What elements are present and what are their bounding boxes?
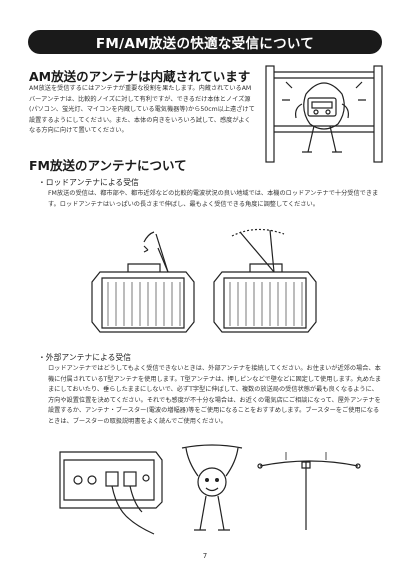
person-holding-antenna-illustration xyxy=(181,444,243,531)
t-antenna-illustration xyxy=(257,452,361,530)
rear-panel-illustration xyxy=(59,451,163,535)
external-antenna-body: ロッドアンテナではどうしてもよく受信できないときは、外部アンテナを接続してくださ… xyxy=(48,365,382,425)
stereo-rod-antenna-illustration-right xyxy=(213,228,317,333)
am-section-heading: AM放送のアンテナは内蔵されています xyxy=(29,69,251,84)
page-title: FM/AM放送の快適な受信について xyxy=(28,30,382,54)
am-section-body: AM放送を受信するにはアンテナが重要な役割を果たします。内蔵されているAMバーア… xyxy=(29,85,255,135)
stereo-rod-antenna-illustration-left xyxy=(91,231,195,333)
rod-antenna-body: FM放送の受信は、都市部や、都市近郊などの比較的電波状況の良い地域では、本機のロ… xyxy=(48,190,379,208)
fm-section-heading: FM放送のアンテナについて xyxy=(29,158,187,173)
page-number: 7 xyxy=(202,552,208,560)
external-antenna-title: ・外部アンテナによる受信 xyxy=(38,353,132,362)
rod-antenna-title: ・ロッドアンテナによる受信 xyxy=(38,178,139,187)
am-shelf-illustration xyxy=(265,65,383,163)
